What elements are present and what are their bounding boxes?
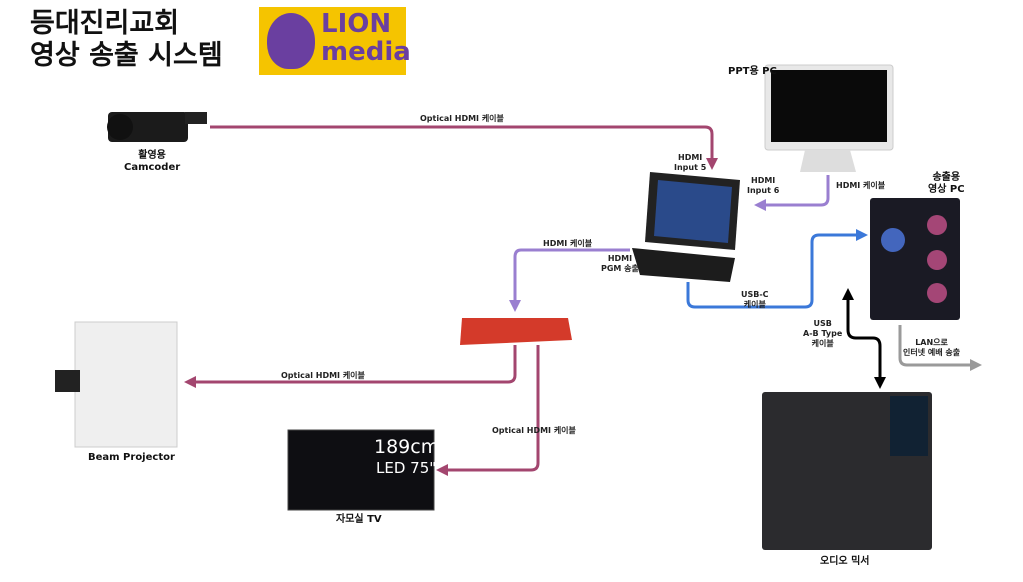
tv-cable	[436, 345, 540, 476]
logo-text-2: media	[321, 37, 411, 67]
page-title: 등대진리교회 영상 송출 시스템	[30, 8, 223, 72]
hdmi-splitter-image	[460, 318, 572, 345]
lan-cable	[898, 325, 982, 371]
projector-cable	[184, 345, 517, 388]
ppt-cable	[754, 175, 830, 211]
title-line-2: 영상 송출 시스템	[30, 40, 223, 71]
usb-ab-cable	[842, 288, 886, 389]
tv-image	[287, 429, 435, 511]
ppt-pc-label: PPT용 PC	[728, 66, 777, 77]
audio-mixer-image	[762, 392, 932, 550]
tv-led-text: LED 75"	[376, 459, 437, 477]
projector-image	[55, 321, 178, 448]
projector-label: Beam Projector	[88, 452, 175, 463]
camcoder-cable	[210, 125, 718, 170]
usbc-cable	[686, 229, 868, 309]
tv-size-text: 189cm	[374, 436, 440, 458]
title-line-1: 등대진리교회	[30, 8, 180, 39]
ppt-pc-monitor-image	[764, 64, 894, 172]
video-switcher-image	[632, 172, 740, 282]
ppt-cable-label: HDMI 케이블	[836, 181, 886, 190]
logo-text-1: LION	[321, 9, 392, 39]
camcoder-cable-label: Optical HDMI 케이블	[420, 114, 504, 123]
mixer-label: 오디오 믹서	[820, 556, 870, 567]
pgm-cable-label: HDMI 케이블	[543, 239, 593, 248]
pgm-cable	[509, 248, 630, 312]
lion-icon	[267, 13, 315, 69]
camcoder-image	[107, 112, 207, 142]
tv-label: 자모실 TV	[336, 514, 382, 525]
lion-media-logo: LION media	[259, 7, 411, 75]
tv-cable-label: Optical HDMI 케이블	[492, 426, 576, 435]
stream-pc-image	[870, 198, 960, 320]
projector-cable-label: Optical HDMI 케이블	[281, 371, 365, 380]
